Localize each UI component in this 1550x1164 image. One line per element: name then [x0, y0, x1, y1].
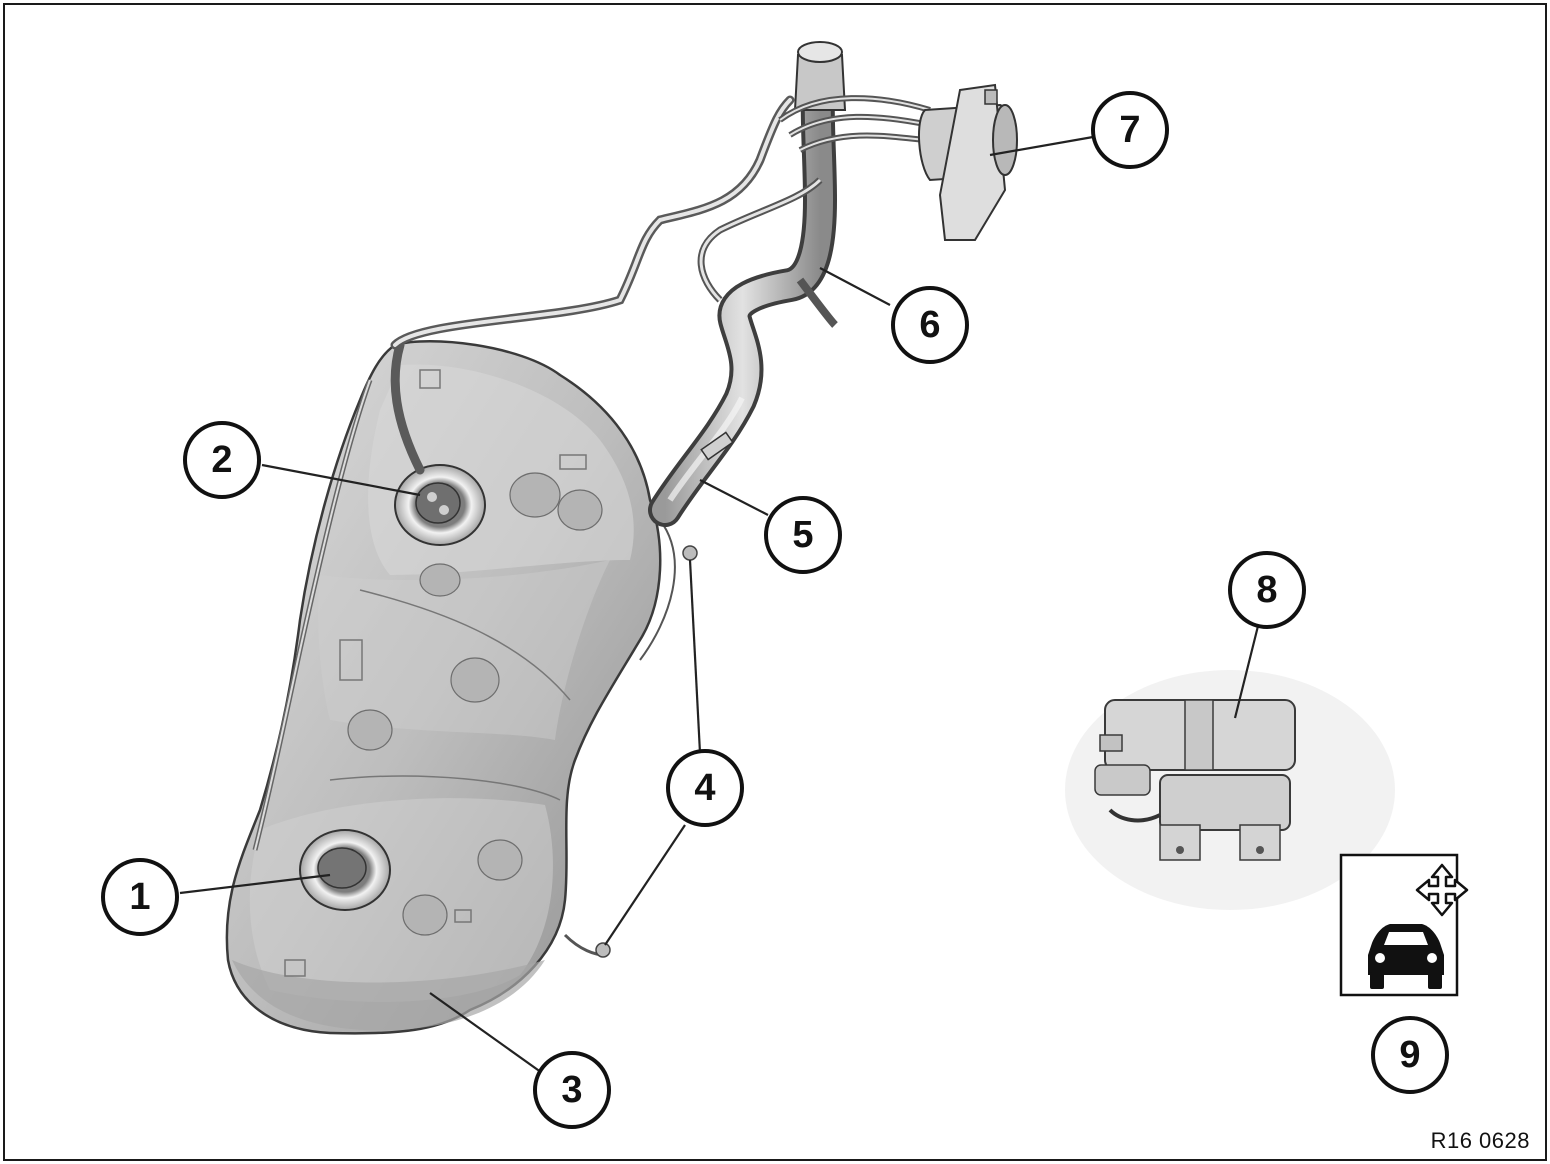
callout-5: 5 [764, 496, 842, 574]
four-way-arrow-icon [1415, 863, 1469, 917]
leader-lines [179, 135, 1260, 1076]
svg-text:7: 7 [1119, 109, 1140, 151]
callout-7: 7 [1091, 91, 1169, 169]
svg-text:9: 9 [1399, 1034, 1420, 1076]
left-fuel-level-sensor-opening [394, 464, 486, 546]
vehicle-orientation-box [1339, 853, 1469, 997]
callout-2: 2 [183, 421, 261, 499]
activated-carbon-canister [918, 83, 1018, 241]
svg-text:8: 8 [1256, 569, 1277, 611]
svg-text:6: 6 [919, 304, 940, 346]
reference-code: R16 0628 [1430, 1128, 1530, 1153]
callout-1: 1 [101, 858, 179, 936]
fuel-pump-unit [1065, 670, 1395, 910]
svg-text:5: 5 [792, 514, 813, 556]
svg-text:3: 3 [561, 1069, 582, 1111]
right-fuel-pump-opening [299, 829, 391, 911]
callout-6: 6 [891, 286, 969, 364]
callout-4: 4 [666, 749, 744, 827]
svg-text:4: 4 [694, 767, 715, 809]
callout-8: 8 [1228, 551, 1306, 629]
callout-9: 9 [1371, 1016, 1449, 1094]
svg-text:1: 1 [129, 876, 150, 918]
fuel-filler-pipe [648, 41, 847, 527]
car-icon [1368, 924, 1444, 989]
callout-3: 3 [533, 1051, 611, 1129]
fuel-tank [225, 340, 698, 1035]
diagram-frame [3, 3, 1547, 1161]
svg-text:2: 2 [211, 439, 232, 481]
